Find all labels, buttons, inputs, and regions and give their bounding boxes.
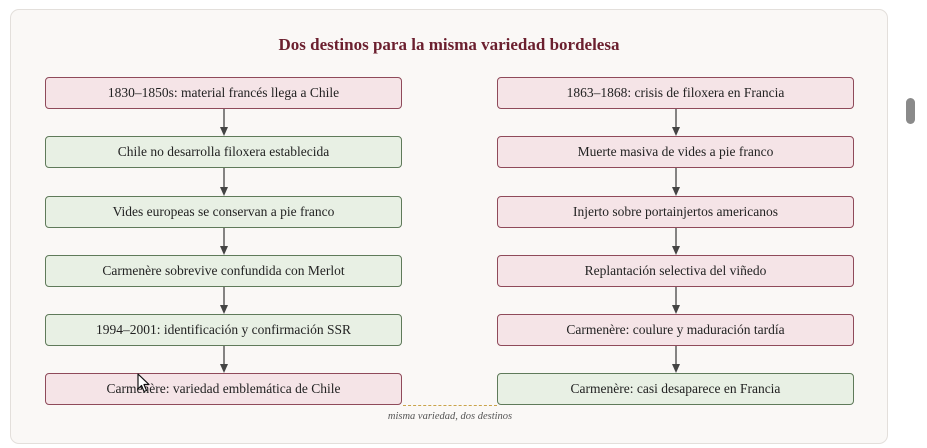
left-arrow-3 <box>219 228 228 255</box>
left-node-4: Carmenère sobrevive confundida con Merlo… <box>45 255 402 287</box>
mouse-cursor-icon <box>137 373 150 393</box>
left-arrow-5 <box>219 346 228 373</box>
left-node-3: Vides europeas se conservan a pie franco <box>45 196 402 228</box>
dashed-link <box>403 405 497 406</box>
diagram-title: Dos destinos para la misma variedad bord… <box>278 35 620 54</box>
scrollbar-thumb[interactable] <box>906 98 915 124</box>
left-arrow-2 <box>219 168 228 196</box>
right-node-1: 1863–1868: crisis de filoxera en Francia <box>497 77 854 109</box>
left-arrow-1 <box>219 109 228 136</box>
right-node-6: Carmenère: casi desaparece en Francia <box>497 373 854 405</box>
right-arrow-5 <box>671 346 680 373</box>
right-node-5: Carmenère: coulure y maduración tardía <box>497 314 854 346</box>
left-node-6: Carmenère: variedad emblemática de Chile <box>45 373 402 405</box>
right-node-3: Injerto sobre portainjertos americanos <box>497 196 854 228</box>
left-arrow-4 <box>219 287 228 314</box>
right-arrow-1 <box>671 109 680 136</box>
scrollbar-track[interactable] <box>898 0 927 448</box>
left-node-1: 1830–1850s: material francés llega a Chi… <box>45 77 402 109</box>
link-label: misma variedad, dos destinos <box>387 411 513 422</box>
right-arrow-3 <box>671 228 680 255</box>
left-node-2: Chile no desarrolla filoxera establecida <box>45 136 402 168</box>
right-arrow-4 <box>671 287 680 314</box>
right-arrow-2 <box>671 168 680 196</box>
right-node-4: Replantación selectiva del viñedo <box>497 255 854 287</box>
left-node-5: 1994–2001: identificación y confirmación… <box>45 314 402 346</box>
right-node-2: Muerte masiva de vides a pie franco <box>497 136 854 168</box>
